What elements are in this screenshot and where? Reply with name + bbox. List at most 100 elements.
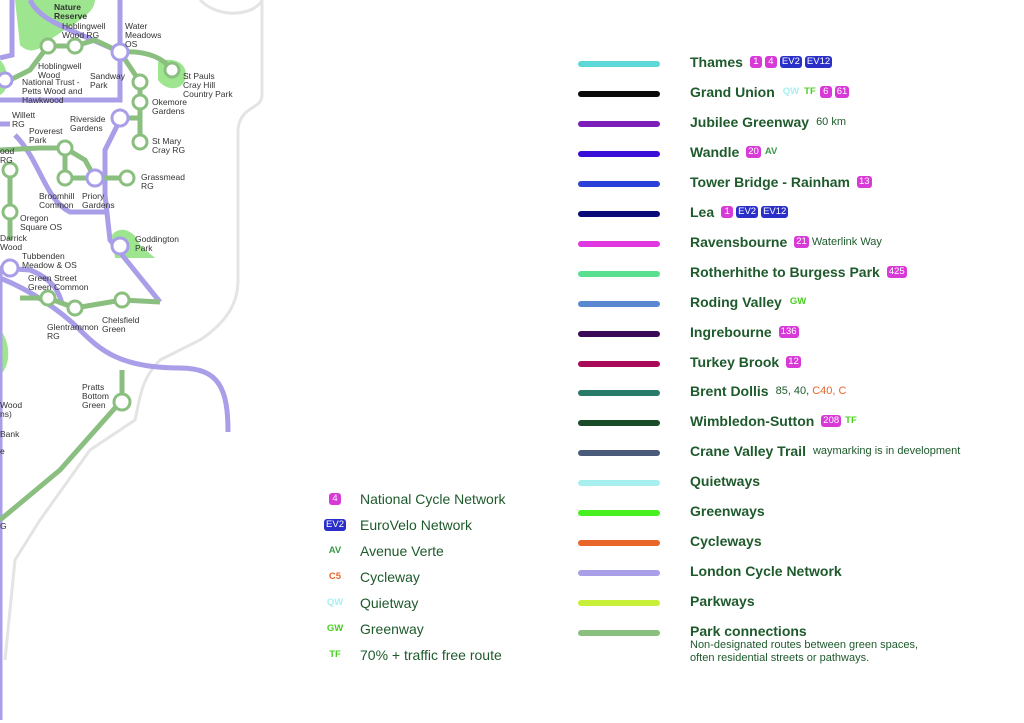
park-markers [1, 37, 181, 412]
route-label-group: Parkways [690, 593, 759, 609]
route-name: Greenways [690, 503, 765, 520]
ncn-badge: 13 [856, 175, 872, 188]
key-label: 70% + traffic free route [360, 647, 502, 663]
ncn-badge: 1 [721, 205, 734, 218]
route-name: Wandle [690, 143, 740, 160]
route-row: Park connections [578, 622, 807, 644]
route-name: Quietways [690, 473, 761, 490]
ncn-badge: 21 [794, 235, 809, 248]
route-note: 60 km [816, 115, 847, 128]
route-name: Wimbledon-Sutton [690, 413, 815, 430]
route-name: London Cycle Network [690, 563, 842, 580]
station-markers [0, 42, 130, 278]
cyc-code: C5 [328, 571, 342, 582]
route-row: Ingrebourne 136 [578, 323, 799, 345]
ncn-badge: 136 [778, 325, 799, 338]
key-symbol: EV2 [324, 519, 346, 531]
route-name: Tower Bridge - Rainham [690, 173, 850, 190]
route-swatch [578, 300, 660, 307]
route-name: Cycleways [690, 533, 762, 550]
key-label: Greenway [360, 621, 424, 637]
route-row: Cycleways [578, 532, 762, 554]
eurovelo-badge: EV12 [804, 56, 833, 68]
route-row: Quietways [578, 472, 760, 494]
route-name: Crane Valley Trail [690, 443, 806, 460]
ncn-badge: 6 [819, 85, 832, 98]
av-code: AV [328, 545, 342, 556]
qw-code: QW [326, 597, 344, 608]
route-label-group: Cycleways [690, 533, 766, 549]
route-label-group: Tower Bridge - Rainham 13 [690, 174, 872, 190]
route-swatch [578, 330, 660, 337]
ncn-badge: 208 [821, 415, 842, 428]
route-name: Ingrebourne [690, 323, 772, 340]
route-row: Parkways [578, 592, 755, 614]
route-name: Turkey Brook [690, 353, 780, 370]
ncn-badge: 1 [749, 56, 762, 68]
route-name: Parkways [690, 593, 755, 610]
route-label-group: Rotherhithe to Burgess Park 425 [690, 264, 907, 280]
route-swatch [578, 240, 660, 247]
ncn-badge: 20 [746, 145, 761, 158]
qw-code: QW [782, 85, 800, 97]
tf-code: TF [329, 649, 341, 660]
route-swatch [578, 420, 660, 427]
route-swatch [578, 600, 660, 607]
route-label-group: Greenways [690, 503, 769, 519]
route-swatch [578, 540, 660, 547]
route-name: Brent Dollis [690, 383, 769, 400]
lcn-lines [0, 0, 231, 720]
route-swatch [578, 150, 660, 157]
route-name: Roding Valley [690, 293, 782, 310]
key-symbol: C5 [324, 571, 346, 583]
route-cycleway-note: C40, C [812, 385, 847, 398]
eurovelo-badge: EV2 [779, 56, 802, 68]
ncn-badge: 425 [886, 265, 907, 278]
ncn-badge: 4 [329, 493, 341, 505]
place-label: Bank [0, 429, 20, 439]
key-label: National Cycle Network [360, 491, 506, 507]
route-label-group: Quietways [690, 473, 764, 489]
route-swatch [578, 450, 660, 457]
route-name: Lea [690, 203, 715, 220]
gw-code: GW [326, 623, 344, 634]
borough-boundary [3, 0, 264, 661]
route-label-group: Ingrebourne 136 [690, 324, 799, 340]
route-name: Rotherhithe to Burgess Park [690, 263, 880, 280]
tf-code: TF [845, 415, 857, 427]
route-swatch [578, 390, 660, 397]
